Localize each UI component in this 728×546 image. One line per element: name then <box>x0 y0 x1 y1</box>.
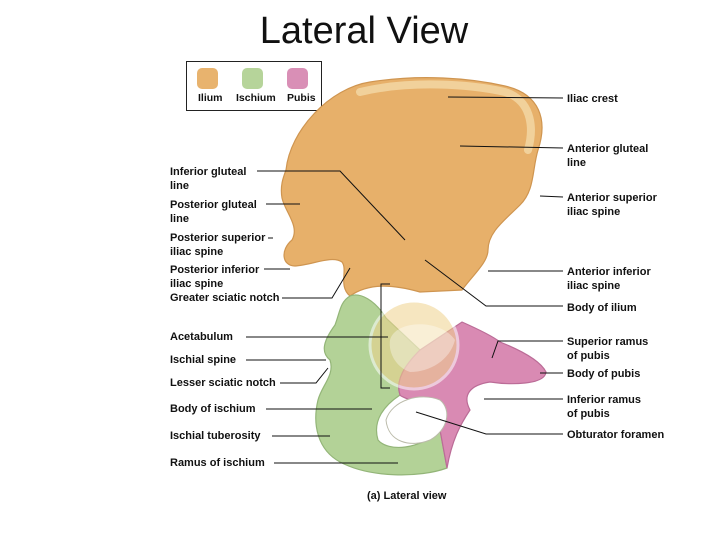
label-body-of-ischium: Body of ischium <box>170 403 256 415</box>
leader-anterior-superior-iliac-spine <box>539 195 564 198</box>
label-anterior-gluteal-line-l1: Anterior gluteal <box>567 143 649 155</box>
leader-greater-sciatic-notch <box>282 267 351 299</box>
color-legend: Ilium Ischium Pubis <box>186 61 322 111</box>
figure-caption: (a) Lateral view <box>367 490 447 502</box>
label-inferior-gluteal-line-l1: Inferior gluteal <box>170 166 247 178</box>
obturator-foramen-opening <box>385 396 448 444</box>
leader-body-of-ilium <box>424 259 563 307</box>
leader-lines <box>246 96 564 464</box>
label-aiis-l2: iliac spine <box>567 280 621 292</box>
label-anterior-gluteal-line: Anterior gluteal line <box>567 142 648 170</box>
legend-label-ischium: Ischium <box>236 92 276 104</box>
label-inferior-gluteal-line: Inferior gluteal line <box>170 165 246 193</box>
label-inferior-ramus-l2: of pubis <box>567 408 610 420</box>
leader-lesser-sciatic-notch <box>280 367 329 384</box>
leader-iliac-crest <box>447 96 564 99</box>
label-body-of-ilium: Body of ilium <box>567 302 637 314</box>
label-obturator-foramen: Obturator foramen <box>567 429 665 441</box>
acetabulum-bracket <box>380 283 390 389</box>
label-ramus-of-ischium: Ramus of ischium <box>170 457 265 469</box>
leader-inferior-gluteal-line <box>257 170 406 241</box>
label-inferior-ramus-l1: Inferior ramus <box>567 394 641 406</box>
acetabular-fossa <box>389 324 455 372</box>
label-superior-ramus-l2: of pubis <box>567 350 610 362</box>
ilium-region <box>280 77 543 297</box>
label-anterior-inferior-iliac-spine: Anterior inferior iliac spine <box>567 265 651 293</box>
label-psis-l2: iliac spine <box>170 246 224 258</box>
label-piis-l1: Posterior inferior <box>170 264 260 276</box>
label-posterior-inferior-iliac-spine: Posterior inferior iliac spine <box>170 263 259 291</box>
legend-label-pubis: Pubis <box>287 92 316 104</box>
legend-label-ilium: Ilium <box>198 92 223 104</box>
iliac-crest-rim <box>356 80 535 154</box>
label-posterior-gluteal-line-l1: Posterior gluteal <box>170 199 257 211</box>
label-ischial-spine: Ischial spine <box>170 354 237 366</box>
legend-swatch-ischium <box>242 68 263 89</box>
label-lesser-sciatic-notch: Lesser sciatic notch <box>170 377 276 389</box>
leader-anterior-gluteal-line <box>459 145 564 149</box>
leader-superior-ramus-of-pubis <box>491 340 563 359</box>
label-ischial-tuberosity: Ischial tuberosity <box>170 430 261 442</box>
page-title: Lateral View <box>259 10 469 52</box>
label-psis-l1: Posterior superior <box>170 232 266 244</box>
label-superior-ramus-l1: Superior ramus <box>567 336 649 348</box>
label-posterior-superior-iliac-spine: Posterior superior iliac spine <box>170 231 265 259</box>
acetabulum-socket <box>368 299 460 391</box>
label-inferior-gluteal-line-l2: line <box>170 180 189 192</box>
label-asis-l2: iliac spine <box>567 206 621 218</box>
label-anterior-gluteal-line-l2: line <box>567 157 586 169</box>
label-posterior-gluteal-line: Posterior gluteal line <box>170 198 257 226</box>
label-piis-l2: iliac spine <box>170 278 224 290</box>
legend-swatch-ilium <box>197 68 218 89</box>
label-asis-l1: Anterior superior <box>567 192 657 204</box>
label-acetabulum: Acetabulum <box>170 331 233 343</box>
label-iliac-crest: Iliac crest <box>567 93 618 105</box>
leader-obturator-foramen <box>415 411 563 435</box>
label-greater-sciatic-notch: Greater sciatic notch <box>170 292 280 304</box>
label-posterior-gluteal-line-l2: line <box>170 213 189 225</box>
label-body-of-pubis: Body of pubis <box>567 368 641 380</box>
label-superior-ramus-of-pubis: Superior ramus of pubis <box>567 335 648 363</box>
label-aiis-l1: Anterior inferior <box>567 266 651 278</box>
label-anterior-superior-iliac-spine: Anterior superior iliac spine <box>567 191 657 219</box>
label-inferior-ramus-of-pubis: Inferior ramus of pubis <box>567 393 641 421</box>
legend-swatch-pubis <box>287 68 308 89</box>
